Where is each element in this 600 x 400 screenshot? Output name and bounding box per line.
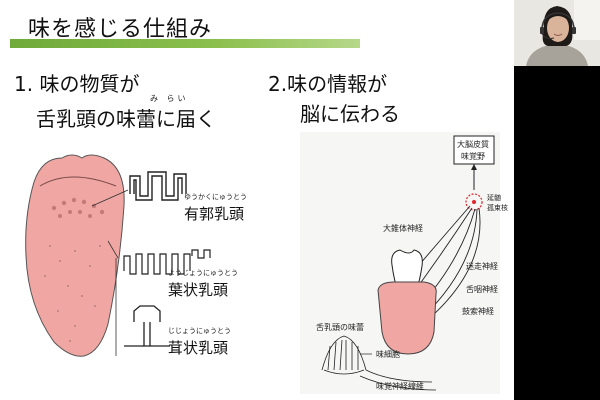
label-greater-petrosal-nerve: 大錐体神経 xyxy=(383,224,423,233)
tongue-papillae-figure xyxy=(25,154,211,357)
cortex-label-line2: 味覚野 xyxy=(461,152,485,161)
papilla-name-circumvallate: 有郭乳頭 xyxy=(184,205,245,223)
taste-pathway-diagram xyxy=(321,135,495,391)
label-chorda-tympani-nerve: 鼓索神経 xyxy=(462,307,494,316)
nucleus-circle xyxy=(465,193,483,211)
slide-title: 味を感じる仕組み xyxy=(28,17,213,42)
tongue-illustration-right xyxy=(377,281,437,355)
papilla-name-fungiform: 茸状乳頭 xyxy=(168,339,229,357)
section1-ruby: み らい xyxy=(150,94,189,103)
section1-line2: 舌乳頭の味蕾に届く xyxy=(36,107,216,131)
presentation-slide: 味を感じる仕組み 1. 味の物質が み らい 舌乳頭の味蕾に届く 2.味の情報が… xyxy=(0,0,514,400)
circumvallate-papilla-drawing xyxy=(129,171,187,201)
title-underline-bar xyxy=(10,39,360,48)
presenter-avatar xyxy=(514,0,600,66)
cortex-box xyxy=(453,135,495,165)
nucleus-label-line2: 孤束核 xyxy=(487,204,508,212)
papilla-reading-foliate: ようじょうにゅうとう xyxy=(168,269,238,277)
label-vagus-nerve: 迷走神経 xyxy=(466,262,498,271)
cortex-label-line1: 大脳皮質 xyxy=(457,140,489,149)
foliate-papillae-drawing xyxy=(123,249,211,275)
papilla-name-foliate: 葉状乳頭 xyxy=(168,281,229,299)
section2-line2: 脳に伝わる xyxy=(300,102,400,126)
presenter-webcam-view xyxy=(514,0,600,66)
section2-line1: 2.味の情報が xyxy=(268,72,388,96)
papilla-reading-fungiform: じじょうにゅうとう xyxy=(168,327,231,335)
fungiform-papilla-drawing xyxy=(124,305,170,347)
black-background-strip xyxy=(514,66,600,400)
tongue-illustration xyxy=(25,154,129,357)
cortex-arrow-head xyxy=(471,164,477,170)
label-glossopharyngeal-nerve: 舌咽神経 xyxy=(466,285,498,294)
papilla-reading-circumvallate: ゆうかくにゅうとう xyxy=(184,193,247,201)
label-taste-cell: 味細胞 xyxy=(376,350,400,359)
label-taste-nerve-fiber: 味覚神経線維 xyxy=(376,382,424,391)
label-taste-bud: 舌乳頭の味蕾 xyxy=(316,323,364,332)
section1-line1: 1. 味の物質が xyxy=(14,72,140,96)
nucleus-dot xyxy=(472,200,476,204)
taste-bud-cells xyxy=(321,335,437,391)
nucleus-label-line1: 延髄 xyxy=(487,194,501,202)
